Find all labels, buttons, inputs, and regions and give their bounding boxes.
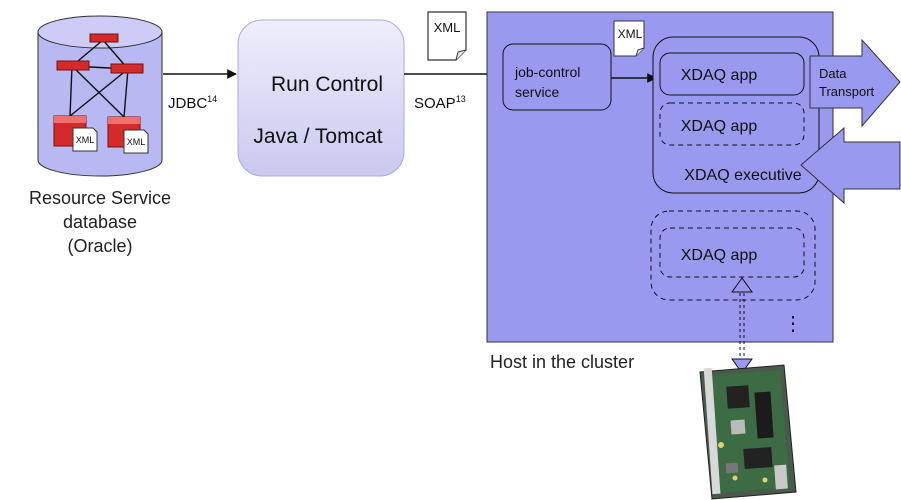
soap-connection: SOAP13 XML (404, 11, 501, 112)
database-caption-line-3: (Oracle) (67, 236, 132, 256)
database-caption-line-2: database (63, 212, 137, 232)
db-xml-doc-1: XML (72, 127, 98, 152)
host-xml-doc: XML (613, 20, 645, 57)
soap-superscript: 13 (456, 94, 466, 104)
host-caption: Host in the cluster (490, 352, 634, 372)
jdbc-connection: JDBC14 (163, 69, 237, 112)
jdbc-superscript: 14 (207, 94, 217, 104)
db-xml-doc-2: XML (123, 129, 149, 154)
soap-label: SOAP13 (414, 94, 466, 112)
hardware-link (731, 277, 753, 374)
xdaq-app-2-label: XDAQ app (681, 118, 758, 135)
xdaq-executive-label: XDAQ executive (684, 167, 801, 184)
data-transport-line-2: Transport (819, 84, 875, 99)
more-apps-ellipsis: ⋮ (783, 313, 803, 335)
database-caption-line-1: Resource Service (29, 188, 171, 208)
data-transport-line-1: Data (819, 66, 847, 81)
run-control-subtitle: Java / Tomcat (253, 125, 382, 148)
db-xml-label-2: XML (127, 137, 146, 147)
soap-xml-label: XML (434, 20, 461, 35)
run-control-title: Run Control (271, 73, 383, 96)
resource-service-database: XML XML Resource Service database (Oracl… (29, 15, 171, 256)
cluster-host: job-control service XML XDAQ executive X… (486, 11, 834, 372)
jdbc-label: JDBC14 (168, 94, 217, 112)
run-control-box: Run Control Java / Tomcat (237, 19, 405, 177)
data-transport-in-arrow (800, 126, 901, 205)
xdaq-app-1-label: XDAQ app (681, 67, 758, 84)
job-control-line-1: job-control (514, 64, 580, 80)
xdaq-app-2: XDAQ app (659, 102, 805, 146)
xdaq-app-3-label: XDAQ app (681, 247, 758, 264)
xdaq-app-3: XDAQ app (659, 227, 805, 278)
db-xml-label-1: XML (76, 135, 95, 145)
job-control-service: job-control service (502, 43, 612, 111)
hardware-board-image (699, 364, 797, 500)
xdaq-app-1: XDAQ app (659, 52, 805, 96)
job-control-line-2: service (515, 84, 560, 100)
data-transport-out-arrow: Data Transport (809, 38, 901, 128)
host-xml-label: XML (618, 27, 643, 41)
soap-xml-doc: XML (427, 11, 467, 61)
